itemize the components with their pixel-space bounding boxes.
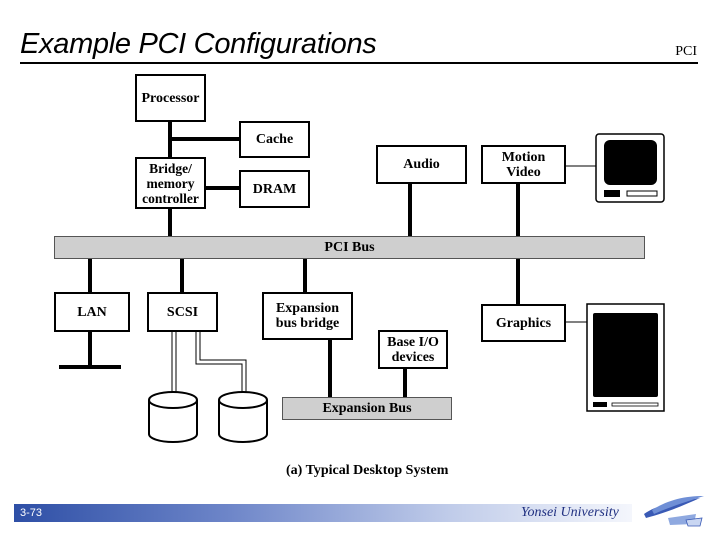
audio-box: Audio — [376, 145, 467, 184]
bridge-memory-controller-box: Bridge/ memory controller — [135, 157, 206, 209]
dram-box: DRAM — [239, 170, 310, 208]
lan-box: LAN — [54, 292, 130, 332]
figure-caption: (a) Typical Desktop System — [286, 463, 449, 478]
pci-bus: PCI Bus — [54, 236, 645, 259]
graphics-box: Graphics — [481, 304, 566, 342]
university-logo-icon — [644, 496, 704, 527]
slide-number: 3-73 — [20, 507, 43, 519]
section-tag: PCI — [675, 44, 697, 59]
disk-drive-icon — [218, 391, 268, 443]
video-monitor-icon — [595, 133, 665, 203]
university-name: Yonsei University — [521, 505, 619, 520]
slide-title: Example PCI Configurations — [20, 28, 377, 60]
title-underline — [20, 62, 698, 64]
expansion-bus: Expansion Bus — [282, 397, 452, 420]
processor-box: Processor — [135, 74, 206, 122]
graphics-display-icon — [586, 303, 665, 412]
disk-drive-icon — [148, 391, 198, 443]
motion-video-box: Motion Video — [481, 145, 566, 184]
footer-band — [14, 504, 632, 522]
cache-box: Cache — [239, 121, 310, 158]
base-io-devices-box: Base I/O devices — [378, 330, 448, 369]
scsi-box: SCSI — [147, 292, 218, 332]
expansion-bus-bridge-box: Expansion bus bridge — [262, 292, 353, 340]
